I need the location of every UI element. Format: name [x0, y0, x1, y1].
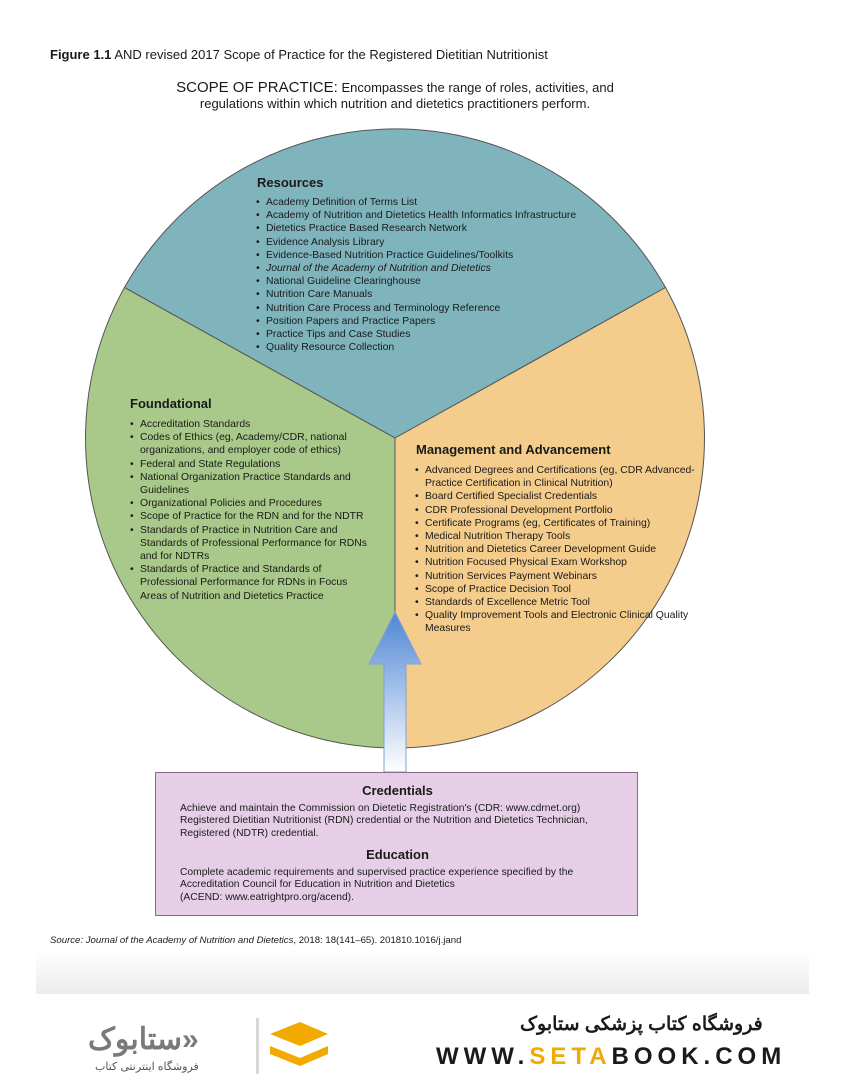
list-item: Codes of Ethics (eg, Academy/CDR, nation…	[130, 431, 375, 457]
source-details: , 2018: 18(141–65). 201810.1016/j.jand	[293, 935, 462, 946]
list-item: Evidence Analysis Library	[256, 236, 616, 249]
figure-caption-text: AND revised 2017 Scope of Practice for t…	[114, 47, 548, 62]
page-shadow-band	[36, 950, 809, 994]
list-item: Scope of Practice for the RDN and for th…	[130, 510, 375, 523]
list-item: Nutrition Focused Physical Exam Workshop	[415, 556, 705, 569]
foundational-list: Accreditation Standards Codes of Ethics …	[130, 418, 375, 603]
store-name-persian: فروشگاه کتاب پزشکی ستابوک	[520, 1014, 763, 1035]
list-item: Federal and State Regulations	[130, 458, 375, 471]
list-item: Nutrition Services Payment Webinars	[415, 570, 705, 583]
list-item: CDR Professional Development Portfolio	[415, 504, 705, 517]
credentials-line2: Registered Dietitian Nutritionist (RDN) …	[180, 815, 588, 827]
list-item: Position Papers and Practice Papers	[256, 315, 616, 328]
credentials-title: Credentials	[362, 783, 433, 798]
foundational-title: Foundational	[130, 396, 212, 411]
website-prefix: WWW.	[436, 1043, 530, 1070]
source-journal: Journal of the Academy of Nutrition and …	[85, 935, 294, 946]
source-label: Source:	[50, 935, 84, 946]
website-brand: SETA	[529, 1043, 612, 1070]
list-item: Organizational Policies and Procedures	[130, 497, 375, 510]
list-item: Standards of Practice in Nutrition Care …	[130, 524, 375, 564]
list-item: Standards of Practice and Standards of P…	[130, 563, 375, 603]
setabook-logo-text: «ستابوک	[88, 1023, 200, 1056]
management-title: Management and Advancement	[416, 442, 611, 457]
list-item: Nutrition Care Manuals	[256, 288, 616, 301]
setabook-logo-subtitle: فروشگاه اینترنتی کتاب	[95, 1061, 199, 1073]
list-item: Quality Resource Collection	[256, 341, 616, 354]
source-citation: Source: Journal of the Academy of Nutrit…	[50, 935, 461, 946]
list-item: Accreditation Standards	[130, 418, 375, 431]
management-list: Advanced Degrees and Certifications (eg,…	[415, 464, 705, 636]
education-text: Complete academic requirements and super…	[180, 867, 620, 904]
list-item: Certificate Programs (eg, Certificates o…	[415, 517, 705, 530]
scope-line2: regulations within which nutrition and d…	[199, 96, 591, 111]
list-item: Standards of Excellence Metric Tool	[415, 596, 705, 609]
scope-of-practice-heading: SCOPE OF PRACTICE: Encompasses the range…	[130, 80, 660, 112]
list-item: Quality Improvement Tools and Electronic…	[415, 609, 705, 635]
list-item: Academy of Nutrition and Dietetics Healt…	[256, 209, 616, 222]
resources-title: Resources	[257, 175, 324, 190]
credentials-education-box: Credentials Achieve and maintain the Com…	[155, 772, 638, 916]
scope-title: SCOPE OF PRACTICE:	[176, 79, 338, 96]
figure-label: Figure 1.1	[50, 47, 112, 62]
list-item: Nutrition and Dietetics Career Developme…	[415, 543, 705, 556]
website-suffix: BOOK.COM	[611, 1043, 787, 1070]
education-line1: Complete academic requirements and super…	[180, 867, 574, 878]
list-item: Evidence-Based Nutrition Practice Guidel…	[256, 249, 616, 262]
list-item: National Guideline Clearinghouse	[256, 275, 616, 288]
list-item: Advanced Degrees and Certifications (eg,…	[415, 464, 705, 490]
credentials-text: Achieve and maintain the Commission on D…	[180, 803, 620, 840]
list-item: Board Certified Specialist Credentials	[415, 490, 705, 503]
education-title: Education	[366, 847, 429, 862]
list-item: Medical Nutrition Therapy Tools	[415, 530, 705, 543]
list-item: Academy Definition of Terms List	[256, 196, 616, 209]
resources-list: Academy Definition of Terms List Academy…	[256, 196, 616, 355]
list-item: Nutrition Care Process and Terminology R…	[256, 302, 616, 315]
credentials-line3: Registered (NDTR) credential.	[180, 827, 319, 839]
education-line2: Accreditation Council for Education in N…	[180, 879, 455, 891]
list-item: Scope of Practice Decision Tool	[415, 583, 705, 596]
list-item: Dietetics Practice Based Research Networ…	[256, 222, 616, 235]
setabook-logo-icon	[256, 1018, 328, 1074]
credentials-line1: Achieve and maintain the Commission on D…	[180, 803, 581, 814]
list-item: National Organization Practice Standards…	[130, 471, 375, 497]
education-line3: (ACEND: www.eatrightpro.org/acend).	[180, 891, 354, 903]
scope-line1: Encompasses the range of roles, activiti…	[341, 80, 614, 95]
store-website[interactable]: WWW.SETABOOK.COM	[436, 1043, 786, 1071]
figure-caption: Figure 1.1 AND revised 2017 Scope of Pra…	[50, 47, 548, 62]
list-item: Practice Tips and Case Studies	[256, 328, 616, 341]
list-item: Journal of the Academy of Nutrition and …	[256, 262, 616, 275]
